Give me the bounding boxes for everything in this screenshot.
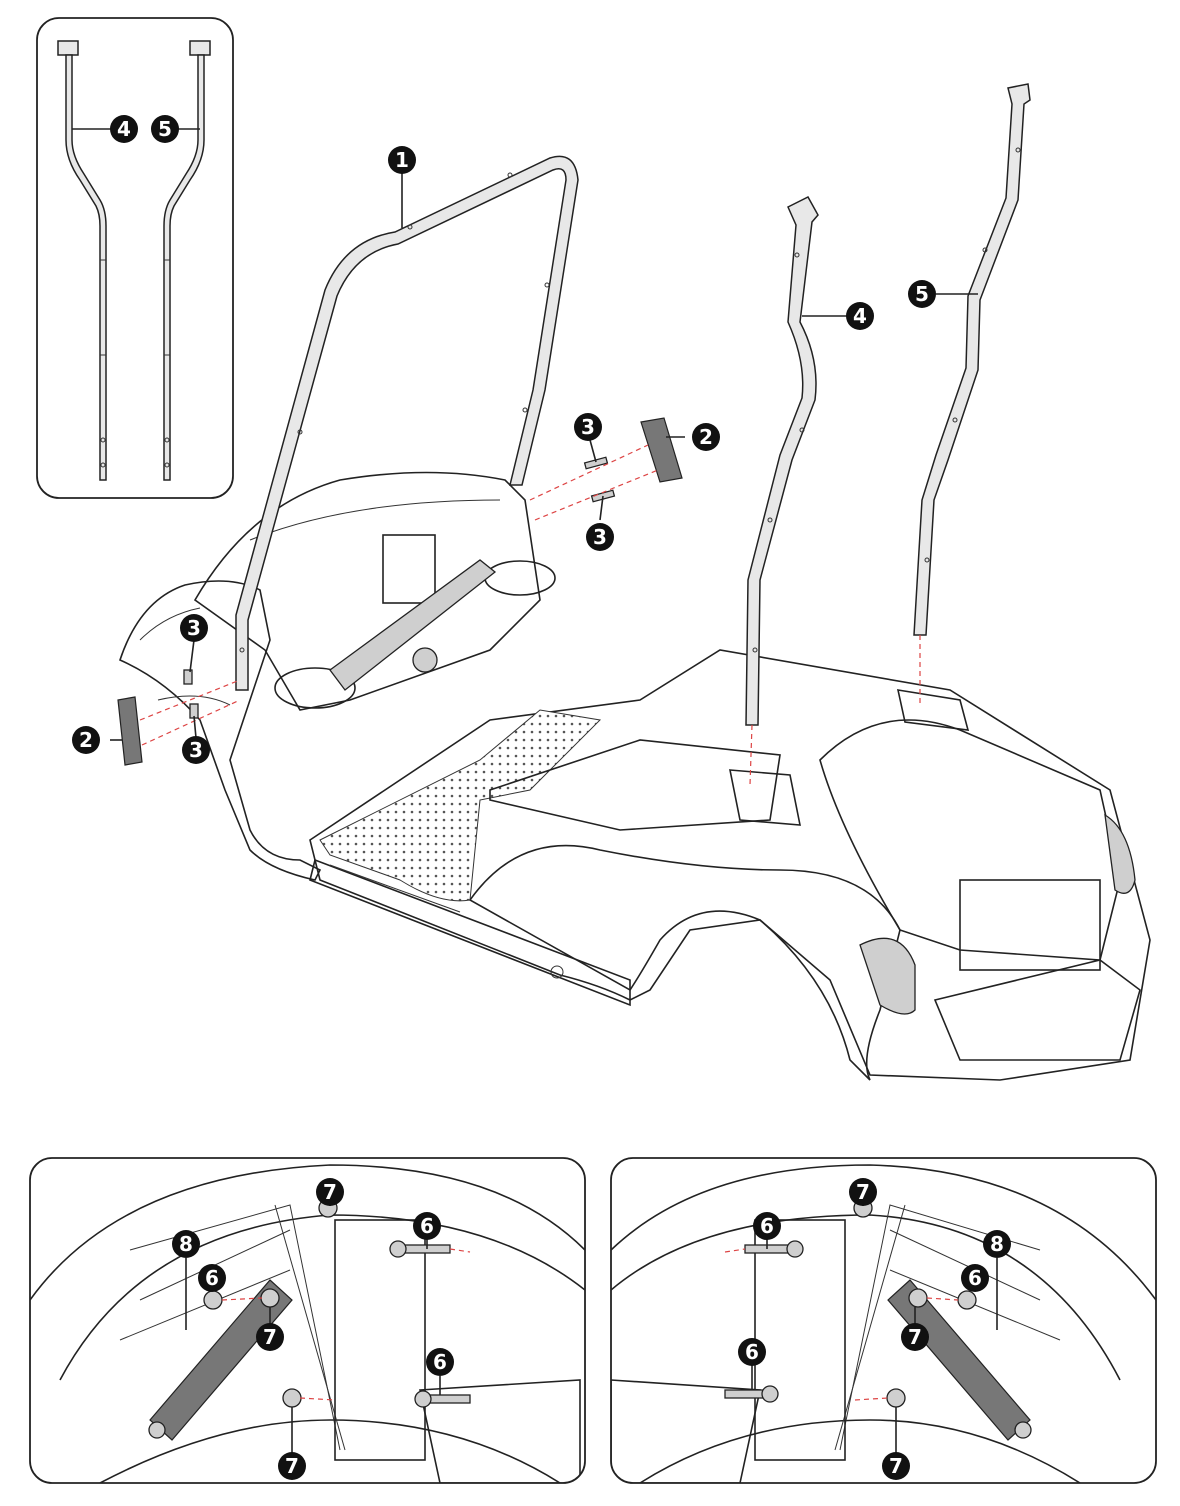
callout-nut-l3: 7 xyxy=(278,1452,306,1480)
callout-nut-r3: 7 xyxy=(882,1452,910,1480)
svg-text:5: 5 xyxy=(158,117,172,141)
svg-text:4: 4 xyxy=(117,117,131,141)
callout-bolt-l2: 6 xyxy=(413,1212,441,1240)
inset-strut-right xyxy=(163,40,211,481)
svg-text:4: 4 xyxy=(853,304,867,328)
svg-text:5: 5 xyxy=(915,282,929,306)
svg-text:7: 7 xyxy=(889,1454,903,1478)
callout-screw-d: 3 xyxy=(182,736,210,764)
inset-panel-struts xyxy=(36,17,234,499)
callout-cap-left: 2 xyxy=(72,726,100,754)
callout-nut-l1: 7 xyxy=(316,1178,344,1206)
svg-text:7: 7 xyxy=(263,1325,277,1349)
callout-nut-r1: 7 xyxy=(849,1178,877,1206)
screws-left xyxy=(183,669,199,719)
strut-left-main xyxy=(745,196,819,726)
callout-shock-l: 8 xyxy=(172,1230,200,1258)
svg-text:3: 3 xyxy=(189,738,203,762)
callout-shock-r: 8 xyxy=(983,1230,1011,1258)
callout-screw-c: 3 xyxy=(180,614,208,642)
svg-text:3: 3 xyxy=(187,616,201,640)
callout-bolt-l3: 6 xyxy=(426,1348,454,1376)
callout-bolt-r3: 6 xyxy=(738,1338,766,1366)
svg-text:2: 2 xyxy=(79,728,93,752)
svg-text:7: 7 xyxy=(856,1180,870,1204)
callout-screw-b: 3 xyxy=(586,523,614,551)
svg-text:3: 3 xyxy=(593,525,607,549)
callout-screw-a: 3 xyxy=(574,413,602,441)
callout-nut-r2: 7 xyxy=(901,1323,929,1351)
detail-panel-right xyxy=(610,1157,1157,1484)
callout-strut-left-inset: 4 xyxy=(110,115,138,143)
cart-body xyxy=(119,471,1151,1081)
roof-frame xyxy=(235,155,579,691)
guide-lines xyxy=(139,444,921,786)
screws-right xyxy=(583,456,616,503)
svg-text:6: 6 xyxy=(968,1266,982,1290)
end-cap-left xyxy=(117,696,143,766)
svg-text:7: 7 xyxy=(323,1180,337,1204)
svg-text:1: 1 xyxy=(395,148,409,172)
callout-frame: 1 xyxy=(388,146,416,174)
callout-bolt-l1: 6 xyxy=(198,1264,226,1292)
svg-text:2: 2 xyxy=(699,425,713,449)
callout-strut-right-main: 5 xyxy=(908,280,936,308)
svg-text:7: 7 xyxy=(285,1454,299,1478)
svg-text:8: 8 xyxy=(990,1232,1004,1256)
svg-text:6: 6 xyxy=(760,1214,774,1238)
callout-nut-l2: 7 xyxy=(256,1323,284,1351)
end-cap-right xyxy=(640,417,683,483)
svg-text:6: 6 xyxy=(205,1266,219,1290)
callout-strut-right-inset: 5 xyxy=(151,115,179,143)
leader-lines-main xyxy=(110,170,978,741)
svg-text:8: 8 xyxy=(179,1232,193,1256)
svg-text:3: 3 xyxy=(581,415,595,439)
detail-panel-left xyxy=(29,1157,586,1484)
inset-strut-left xyxy=(57,40,107,481)
callout-bolt-r2: 6 xyxy=(961,1264,989,1292)
callout-cap-right: 2 xyxy=(692,423,720,451)
svg-text:6: 6 xyxy=(420,1214,434,1238)
svg-text:7: 7 xyxy=(908,1325,922,1349)
svg-text:6: 6 xyxy=(745,1340,759,1364)
strut-right-main xyxy=(913,83,1031,636)
callout-bolt-r1: 6 xyxy=(753,1212,781,1240)
svg-text:6: 6 xyxy=(433,1350,447,1374)
callout-strut-left-main: 4 xyxy=(846,302,874,330)
callout-badges: 1 2 2 3 3 3 3 4 5 4 5 7 6 6 6 8 7 7 7 6 … xyxy=(72,115,1011,1480)
